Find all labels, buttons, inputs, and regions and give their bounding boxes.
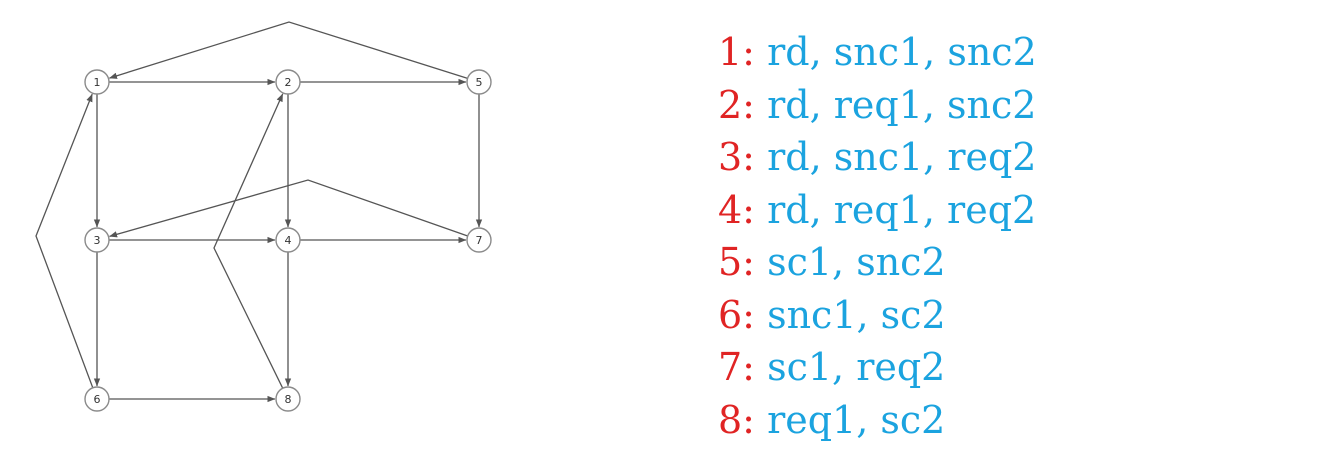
graph-node-4: 4 [275,227,301,253]
node-label: 5 [476,76,483,89]
state-vars: sc1, snc2 [767,240,946,284]
graph-node-8: 8 [275,386,301,412]
state-vars: snc1, sc2 [767,292,946,337]
state-vars: rd, req1, snc2 [767,82,1037,127]
graph-node-5: 5 [466,69,492,95]
state-label-list: 1: rd, snc1, snc2 2: rd, req1, snc2 3: r… [718,26,1037,446]
node-circle [466,227,492,253]
state-vars: req1, sc2 [767,397,946,442]
state-transition-graph: 1 2 3 4 5 6 7 8 [35,21,492,412]
edge-8-to-2 [213,93,284,389]
node-label: 6 [94,393,101,406]
state-id: 7: [718,345,755,389]
node-circle [84,386,110,412]
node-circle [84,227,110,253]
state-row: 2: rd, req1, snc2 [718,79,1037,132]
state-row: 8: req1, sc2 [718,394,1037,447]
state-id: 5: [718,240,755,284]
node-circle [275,386,301,412]
state-id: 3: [718,135,755,179]
edges-layer [35,21,483,403]
state-id: 4: [718,187,755,232]
graph-node-6: 6 [84,386,110,412]
state-id: 1: [718,30,755,74]
node-label: 8 [285,393,292,406]
node-circle [275,227,301,253]
state-id: 2: [718,82,755,127]
state-id: 6: [718,292,755,337]
node-label: 7 [476,234,483,247]
state-row: 4: rd, req1, req2 [718,184,1037,237]
state-row: 1: rd, snc1, snc2 [718,26,1037,79]
graph-node-7: 7 [466,227,492,253]
graph-node-2: 2 [275,69,301,95]
graph-node-1: 1 [84,69,110,95]
state-row: 5: sc1, snc2 [718,236,1037,289]
state-id: 8: [718,397,755,442]
node-label: 4 [285,234,292,247]
state-vars: sc1, req2 [767,345,946,389]
state-vars: rd, snc1, req2 [767,135,1037,179]
nodes-layer: 1 2 3 4 5 6 7 8 [84,69,492,412]
state-vars: rd, req1, req2 [767,187,1037,232]
node-label: 2 [285,76,292,89]
state-row: 7: sc1, req2 [718,341,1037,394]
node-circle [275,69,301,95]
graph-node-3: 3 [84,227,110,253]
node-circle [466,69,492,95]
edge-5-to-1 [109,21,468,80]
edge-6-to-1 [35,93,94,389]
state-row: 3: rd, snc1, req2 [718,131,1037,184]
edge-7-to-3 [109,179,468,238]
state-row: 6: snc1, sc2 [718,289,1037,342]
node-circle [84,69,110,95]
state-vars: rd, snc1, snc2 [767,30,1037,74]
node-label: 1 [94,76,101,89]
node-label: 3 [94,234,101,247]
